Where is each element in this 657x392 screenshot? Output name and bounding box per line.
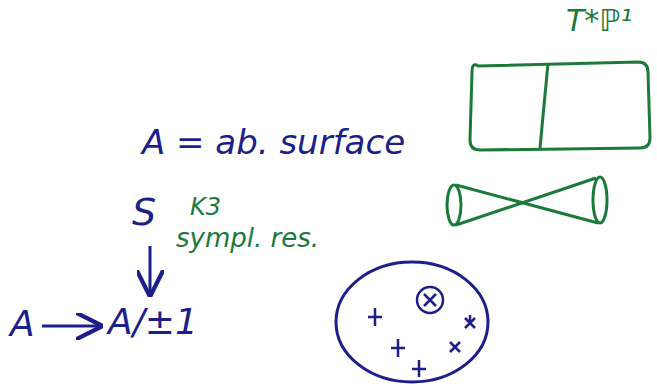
annotation: K3 <box>190 194 221 220</box>
surface-name: S <box>132 192 156 234</box>
quotient-label: A/±1 <box>108 302 198 342</box>
cone-line <box>456 178 596 225</box>
space-label: T*ℙ¹ <box>566 4 632 37</box>
fiber-line <box>540 63 548 148</box>
quotient-region <box>336 262 488 382</box>
cotangent-box <box>470 62 650 150</box>
quotient-arrow <box>42 325 100 328</box>
fixed-points <box>368 287 475 377</box>
cone-end <box>593 177 607 223</box>
annotation: sympl. res. <box>176 224 319 253</box>
cone-end <box>447 185 461 225</box>
definition-text: A = ab. surface <box>142 124 405 161</box>
surface-name: A <box>10 304 35 344</box>
resolution-arrow <box>149 246 152 294</box>
